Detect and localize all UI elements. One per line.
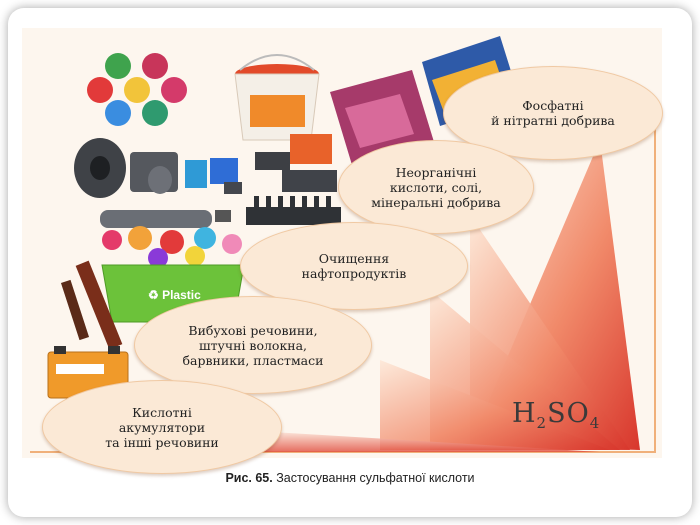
figure-caption-label: Рис. 65. bbox=[225, 471, 273, 485]
plastic-basket-label: ♻ Plastic bbox=[148, 288, 201, 302]
figure-caption-text: Застосування сульфатної кислоти bbox=[272, 471, 475, 485]
bubble-explosives-fibers-dyes: Вибухові речовини, штучні волокна, барвн… bbox=[134, 296, 372, 394]
paint-dishes-illustration bbox=[87, 53, 187, 126]
cable-drum-illustration bbox=[60, 260, 123, 350]
acid-rays bbox=[240, 140, 640, 452]
figure-caption: Рис. 65. Застосування сульфатної кислоти bbox=[0, 471, 700, 485]
paint-bucket-illustration bbox=[234, 54, 320, 141]
bubble-acid-batteries: Кислотні акумулятори та інші речовини bbox=[42, 380, 282, 474]
bubble-inorganic-acids-salts: Неорганічні кислоти, солі, мінеральні до… bbox=[338, 140, 534, 234]
sulfuric-acid-formula: H2SO4 bbox=[512, 398, 601, 432]
pipes-illustration bbox=[74, 134, 341, 228]
bubble-petroleum-refining: Очищення нафтопродуктів bbox=[240, 222, 468, 310]
